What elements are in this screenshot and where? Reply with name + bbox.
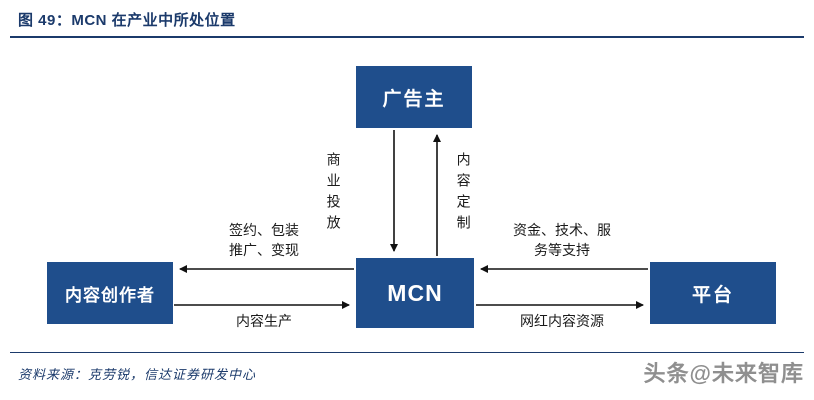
figure-title: 图 49：MCN 在产业中所处位置 (18, 12, 236, 29)
footer-divider (10, 352, 804, 353)
node-content-creator: 内容创作者 (47, 262, 173, 324)
node-mcn: MCN (356, 258, 474, 328)
edge-label-commercial-placement: 商业投放 (325, 152, 342, 236)
edge-label-sign-package-monetize: 签约、包装 推广、变现 (229, 222, 299, 258)
edge-label-capital-tech-support: 资金、技术、服 务等支持 (513, 222, 611, 258)
edge-label-influencer-resources: 网红内容资源 (520, 313, 604, 329)
edge-label-content-customization: 内容定制 (455, 152, 472, 236)
node-advertiser: 广告主 (356, 66, 472, 128)
title-divider (10, 36, 804, 38)
watermark: 头条@未来智库 (643, 361, 804, 386)
node-platform: 平台 (650, 262, 776, 324)
source-note: 资料来源：克劳锐，信达证券研发中心 (18, 367, 257, 382)
edge-label-content-production: 内容生产 (236, 313, 292, 329)
